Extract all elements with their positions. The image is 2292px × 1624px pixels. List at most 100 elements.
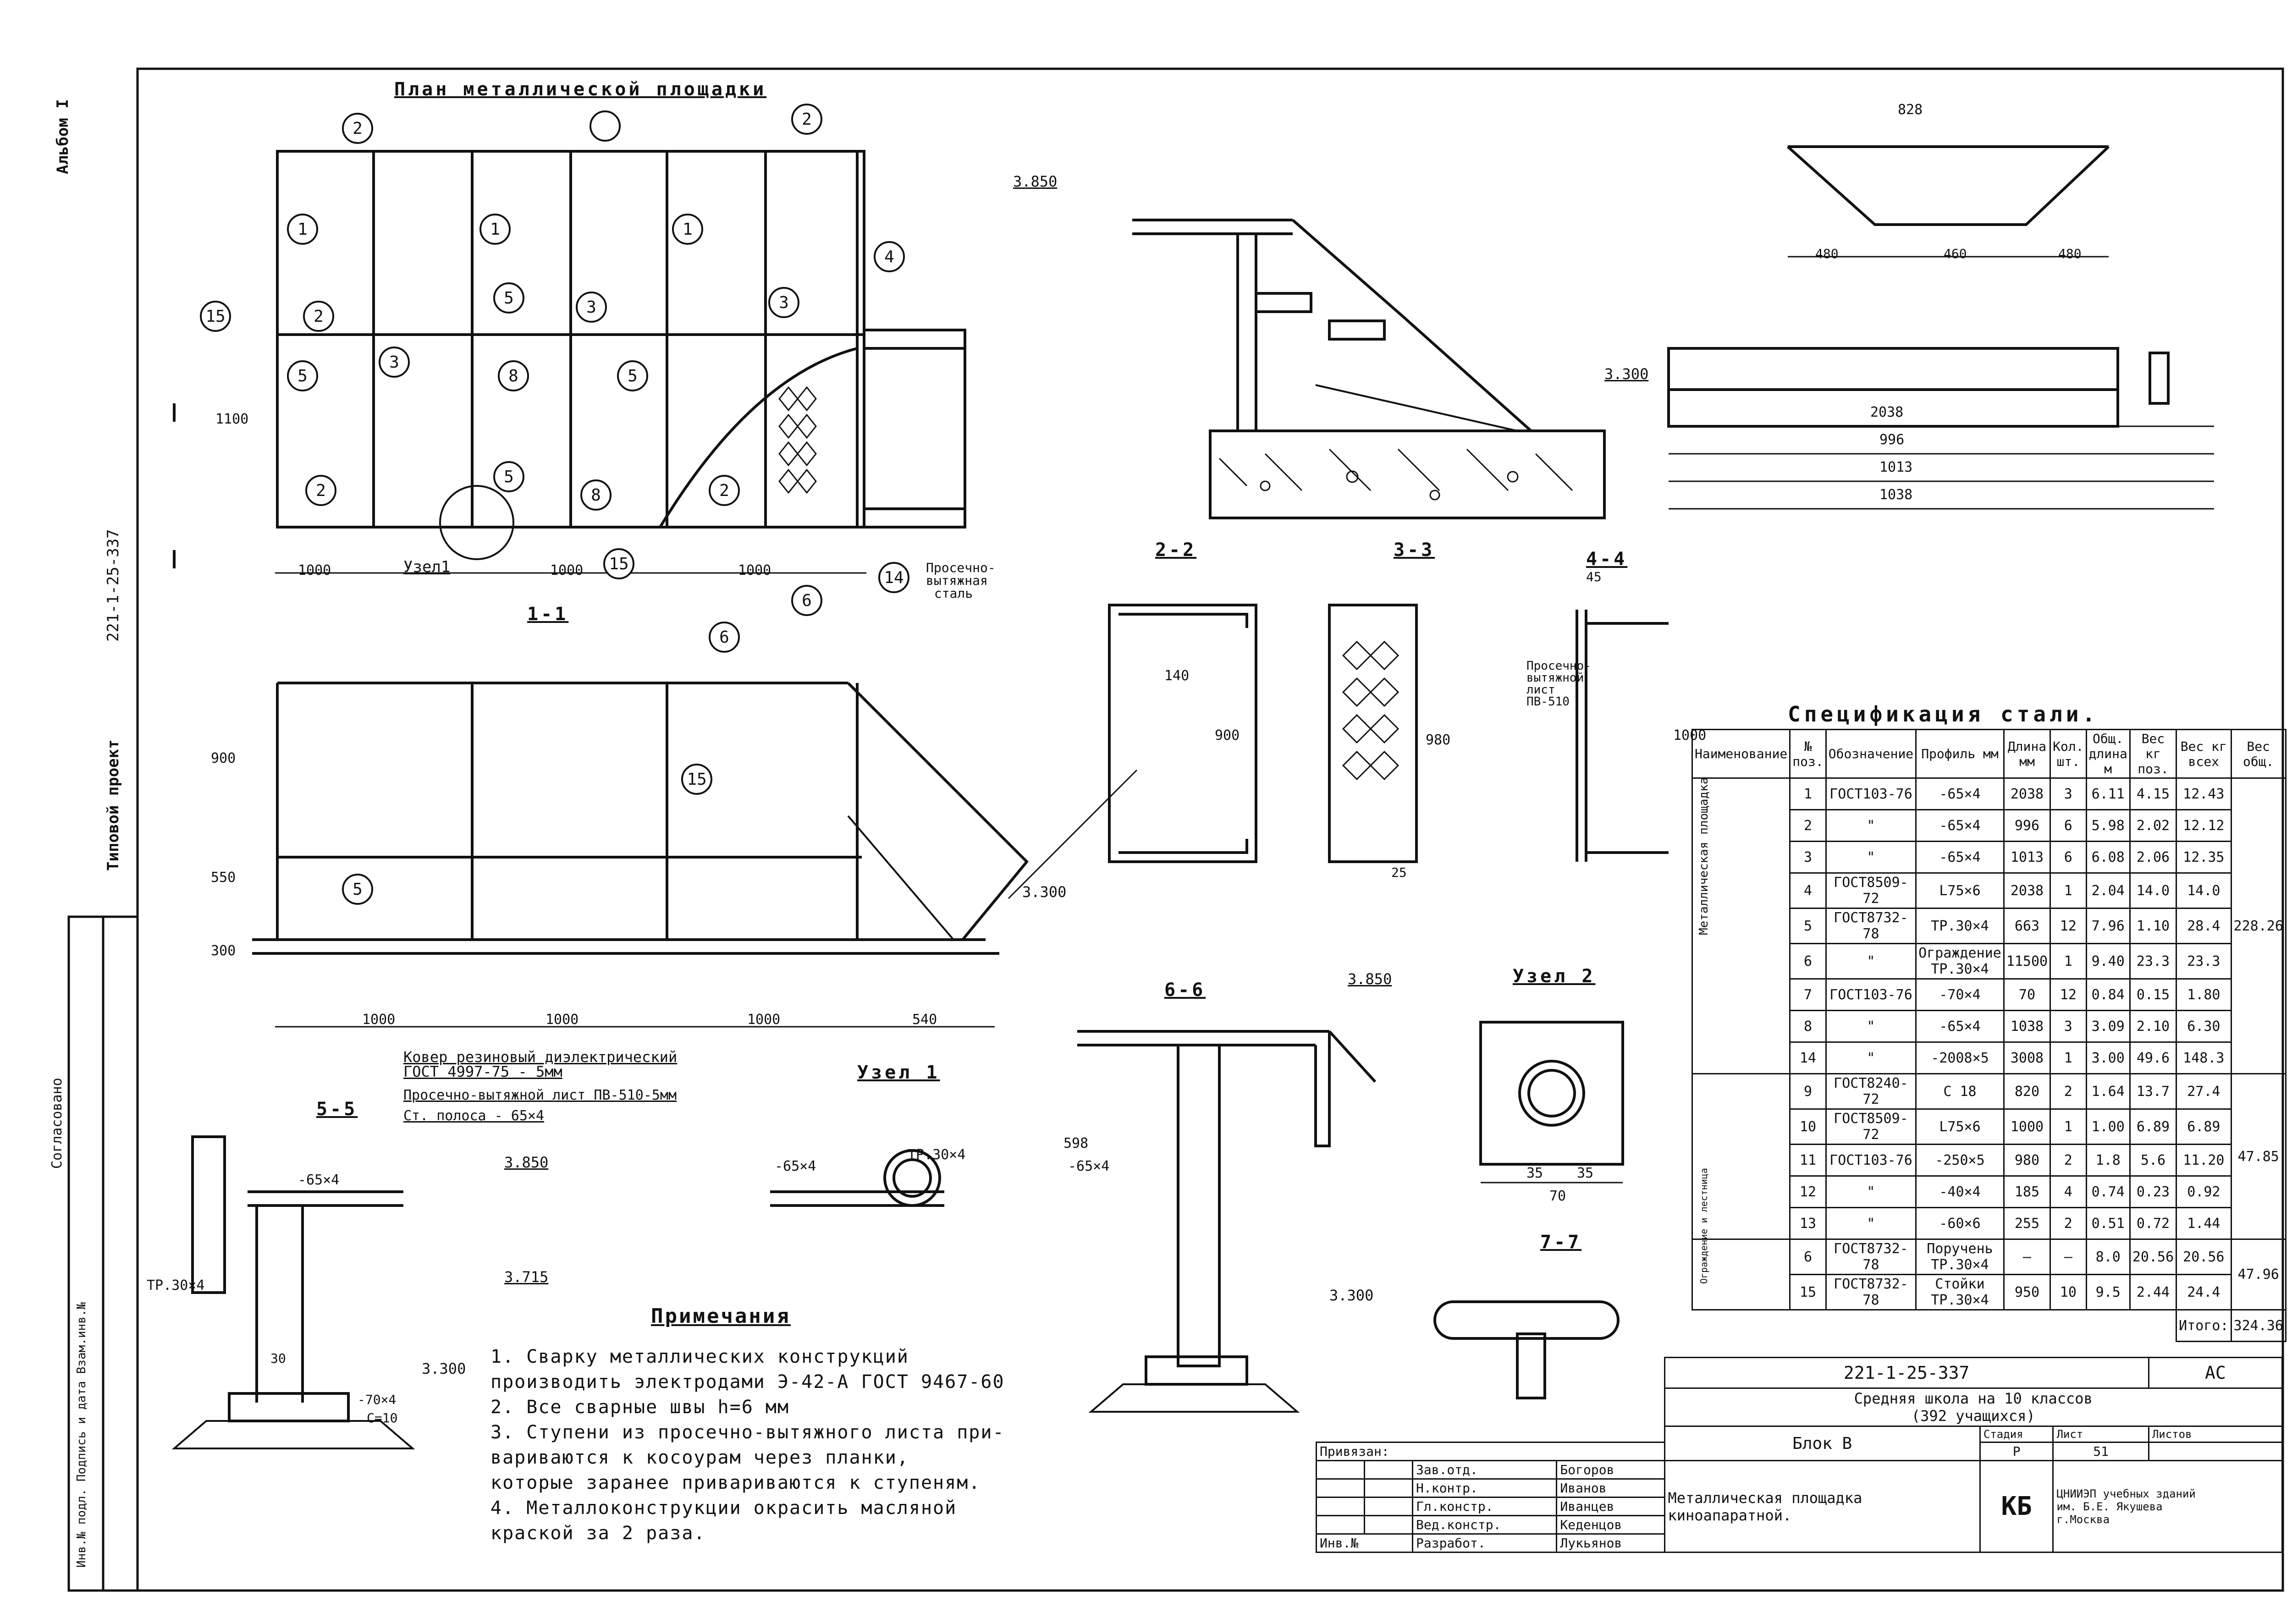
- spec-col-header: Вес общ.: [2230, 729, 2286, 779]
- callout-5: 5: [504, 468, 514, 486]
- table-cell: 0.92: [2176, 1175, 2232, 1208]
- node1-ref-label: Узел1: [403, 558, 451, 576]
- table-cell: 12.35: [2176, 841, 2232, 874]
- table-cell: 1: [2050, 1041, 2087, 1074]
- role: Гл.констр.: [1411, 1497, 1558, 1516]
- table-cell: ГОСТ8240-72: [1825, 1073, 1917, 1110]
- table-cell: -40×4: [1915, 1175, 2005, 1208]
- table-cell: 6.89: [2129, 1108, 2177, 1145]
- table-cell: 1.44: [2176, 1207, 2232, 1240]
- dim-1100: 1100: [215, 411, 249, 427]
- inventory-row-label: Инв.№ подл. Подпись и дата Взам.инв.№: [75, 1302, 88, 1568]
- callout-8: 8: [508, 367, 518, 385]
- table-cell: ": [1825, 1207, 1917, 1240]
- table-cell: ": [1825, 841, 1917, 874]
- table-cell: 7: [1789, 978, 1827, 1011]
- spec-group-total-2: 47.85: [2230, 1073, 2286, 1240]
- table-cell: 4: [2050, 1175, 2087, 1208]
- table-cell: 23.3: [2129, 943, 2177, 980]
- spec-col-header: Кол. шт.: [2050, 729, 2087, 779]
- table-cell: 148.3: [2176, 1041, 2232, 1074]
- table-cell: ": [1825, 1041, 1917, 1074]
- callout-2: 2: [719, 481, 729, 500]
- note-line: производить электродами Э-42-А ГОСТ 9467…: [490, 1371, 1005, 1393]
- spec-group-1b: [1691, 1073, 1791, 1240]
- section-1-1-title: 1-1: [527, 604, 569, 625]
- dim-2038: 2038: [1870, 404, 1904, 420]
- table-cell: 6: [1789, 1239, 1827, 1275]
- dim-900-b: 900: [1215, 727, 1240, 743]
- privyazan-label: Привязан:: [1316, 1442, 1665, 1461]
- callout-15: 15: [205, 307, 225, 326]
- dim-30: 30: [270, 1351, 286, 1366]
- sheet-mark: АС: [2148, 1357, 2283, 1389]
- table-cell: 0.51: [2085, 1207, 2131, 1240]
- spec-col-header: Профиль мм: [1915, 729, 2005, 779]
- table-cell: 2: [2050, 1207, 2087, 1240]
- callout-5: 5: [353, 880, 363, 899]
- dim-25: 25: [1391, 865, 1407, 880]
- table-cell: 3: [1789, 841, 1827, 874]
- section-4-4: [1576, 610, 1669, 862]
- dim-1000-f: 1000: [747, 1012, 781, 1028]
- side-project-code: 221-1-25-337: [104, 529, 122, 642]
- table-cell: 9.40: [2085, 943, 2131, 980]
- callout-4: 4: [884, 248, 894, 266]
- callout-1: 1: [490, 220, 500, 239]
- note-line: 2. Все сварные швы h=6 мм: [490, 1397, 790, 1418]
- table-cell: ГОСТ8732-78: [1825, 1274, 1917, 1310]
- dim-70: 70: [1549, 1188, 1566, 1204]
- callout-15: 15: [609, 555, 628, 573]
- table-cell: 2.06: [2129, 841, 2177, 874]
- table-cell: 980: [2003, 1144, 2051, 1177]
- table-cell: ГОСТ8509-72: [1825, 872, 1917, 909]
- table-cell: 2.44: [2129, 1274, 2177, 1310]
- table-cell: ": [1825, 809, 1917, 842]
- dim-300: 300: [211, 943, 236, 959]
- table-cell: -65×4: [1915, 1010, 2005, 1043]
- carpet-label: Ковер резиновый диэлектрический ГОСТ 499…: [403, 1048, 678, 1080]
- dim-540: 540: [912, 1012, 937, 1028]
- table-cell: ГОСТ8509-72: [1825, 1108, 1917, 1145]
- table-cell: [1316, 1497, 1365, 1516]
- table-cell: 2.10: [2129, 1010, 2177, 1043]
- spec-group-total-3: 47.96: [2230, 1239, 2286, 1310]
- dim-996: 996: [1879, 432, 1905, 448]
- table-cell: 14: [1789, 1041, 1827, 1074]
- table-cell: 1.64: [2085, 1073, 2131, 1110]
- table-cell: С 18: [1915, 1073, 2005, 1110]
- person-name: Иванцев: [1556, 1497, 1665, 1516]
- role: Вед.констр.: [1411, 1515, 1558, 1535]
- callout-2: 2: [802, 110, 812, 129]
- level-3300-b: 3.300: [1022, 883, 1067, 901]
- callout-15: 15: [687, 770, 706, 789]
- callout-3: 3: [586, 298, 596, 317]
- level-3300-d: 3.300: [422, 1360, 466, 1377]
- table-cell: 820: [2003, 1073, 2051, 1110]
- table-cell: 1: [2050, 1108, 2087, 1145]
- table-cell: ГОСТ8732-78: [1825, 908, 1917, 944]
- table-cell: [1316, 1357, 1665, 1443]
- table-cell: 10: [2050, 1274, 2087, 1310]
- table-cell: 6.11: [2085, 777, 2131, 810]
- callout-5: 5: [504, 289, 514, 308]
- spec-col-header: Вес кг поз.: [2129, 729, 2177, 779]
- table-cell: 49.6: [2129, 1041, 2177, 1074]
- table-cell: 6.30: [2176, 1010, 2232, 1043]
- table-cell: 0.84: [2085, 978, 2131, 1011]
- table-cell: 663: [2003, 908, 2051, 944]
- typical-project-label: Типовой проект: [104, 739, 122, 871]
- table-cell: -65×4: [1915, 777, 2005, 810]
- sheets-header: Листов: [2148, 1426, 2283, 1443]
- table-cell: 996: [2003, 809, 2051, 842]
- table-cell: [1692, 1310, 2176, 1342]
- table-cell: ": [1825, 943, 1917, 980]
- table-cell: 23.3: [2176, 943, 2232, 980]
- table-cell: 6.89: [2176, 1108, 2232, 1145]
- spec-group-total-1: 228.26: [2230, 777, 2286, 1074]
